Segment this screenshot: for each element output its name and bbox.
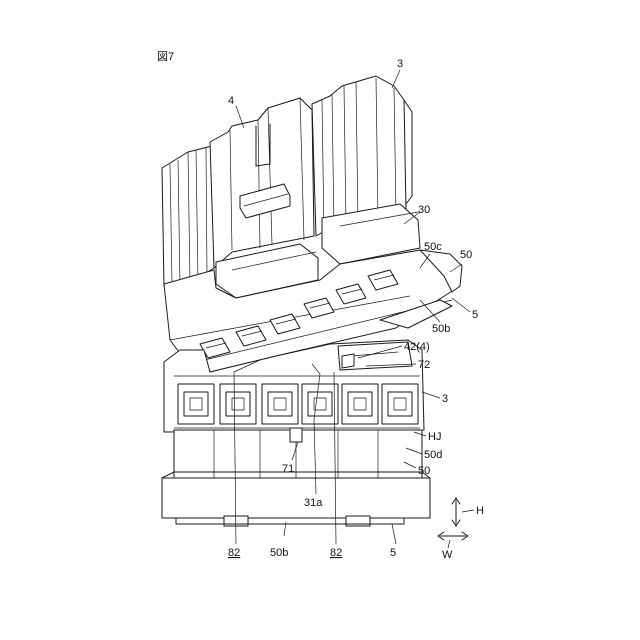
lower-retainer-body xyxy=(162,428,430,526)
label-4: 4 xyxy=(228,95,234,107)
figure-title: 図7 xyxy=(157,50,174,63)
label-3-top: 3 xyxy=(397,58,403,70)
label-3-mid: 3 xyxy=(442,393,448,405)
label-50d: 50d xyxy=(424,449,442,461)
label-50-top: 50 xyxy=(460,249,472,261)
label-H: H xyxy=(476,505,484,517)
label-31a: 31a xyxy=(304,497,323,509)
direction-arrows xyxy=(438,498,474,548)
label-50b-right: 50b xyxy=(432,323,450,335)
label-82-left: 82 xyxy=(228,547,240,559)
label-30: 30 xyxy=(418,204,430,216)
label-W: W xyxy=(442,549,453,561)
label-5-bottom: 5 xyxy=(390,547,396,559)
label-5-right: 5 xyxy=(472,309,478,321)
label-42-4: 42(4) xyxy=(404,341,430,353)
lower-terminal-windows xyxy=(178,384,418,424)
label-50c: 50c xyxy=(424,241,442,253)
label-HJ: HJ xyxy=(428,431,441,443)
label-50-mid: 50 xyxy=(418,465,430,477)
label-82-right: 82 xyxy=(330,547,342,559)
label-72: 72 xyxy=(418,359,430,371)
label-50b-bottom: 50b xyxy=(270,547,288,559)
label-71: 71 xyxy=(282,463,294,475)
